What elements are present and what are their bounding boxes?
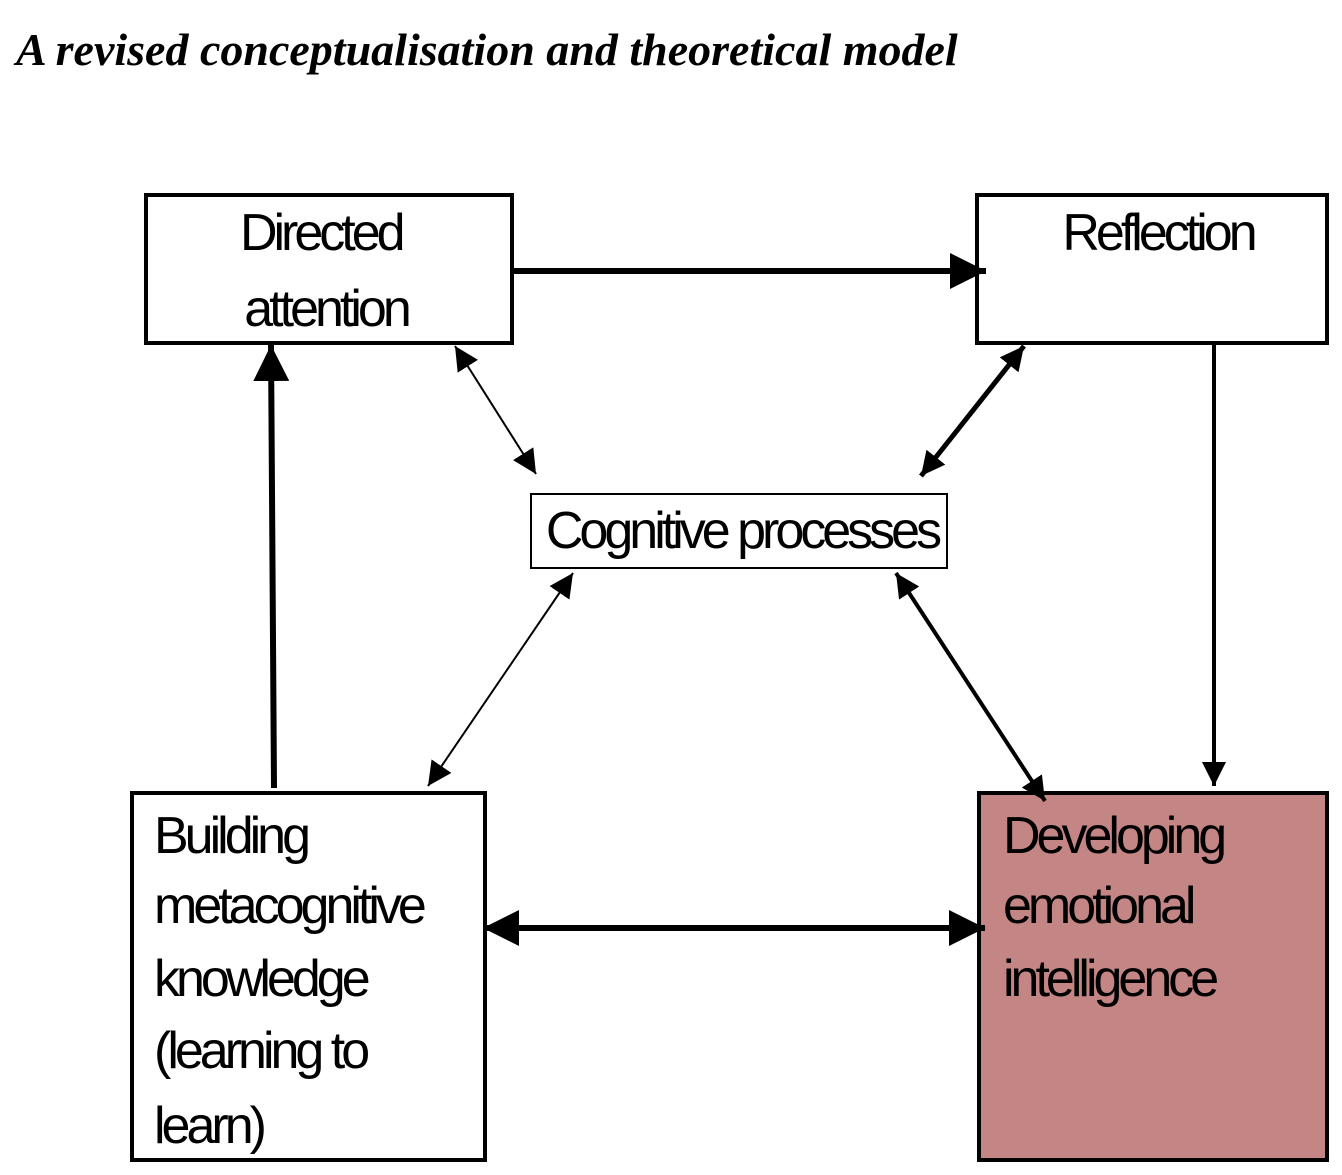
- building-metacognitive-line-4: (learning to: [154, 1022, 368, 1080]
- arrow-cognitive-ei-bidirectional: [894, 571, 1047, 803]
- developing-ei-line-3: intelligence: [1003, 950, 1217, 1008]
- developing-ei-line-1: Developing: [1003, 807, 1224, 865]
- building-metacognitive-box: [130, 791, 487, 1162]
- diagram-title: A revised conceptualisation and theoreti…: [16, 24, 958, 75]
- building-metacognitive-line-1: Building: [154, 807, 308, 865]
- arrow-cognitive-metacognitive-bidirectional: [427, 572, 574, 787]
- developing-ei-label: Developing emotional intelligence: [1003, 807, 1234, 1008]
- cognitive-processes-line-1: Cognitive processes: [546, 502, 941, 560]
- developing-ei-box: [977, 791, 1329, 1162]
- arrow-attention-cognitive-bidirectional: [454, 345, 537, 475]
- directed-attention-line-2: attention: [244, 280, 409, 338]
- directed-attention-label: Directed attention: [240, 204, 412, 338]
- arrow-metacognitive-to-attention: [253, 344, 290, 789]
- arrow-reflection-cognitive-bidirectional: [919, 344, 1026, 478]
- building-metacognitive-line-3: knowledge: [154, 950, 369, 1008]
- cognitive-processes-label: Cognitive processes: [546, 502, 941, 560]
- directed-attention-box: [144, 193, 514, 345]
- developing-ei-line-2: emotional: [1003, 877, 1194, 935]
- reflection-box: [975, 193, 1329, 345]
- building-metacognitive-line-5: learn): [154, 1097, 265, 1155]
- reflection-label: Reflection: [1062, 204, 1254, 262]
- directed-attention-line-1: Directed: [240, 204, 403, 262]
- building-metacognitive-line-2: metacognitive: [154, 877, 425, 935]
- cognitive-processes-box: [530, 493, 948, 569]
- reflection-line-1: Reflection: [1062, 204, 1254, 262]
- building-metacognitive-label: Building metacognitive knowledge (learni…: [154, 807, 433, 1155]
